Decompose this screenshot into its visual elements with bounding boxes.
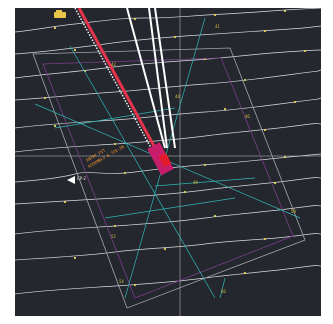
svg-text:52: 52 xyxy=(111,234,116,239)
svg-text:46: 46 xyxy=(245,114,250,119)
contour-line xyxy=(15,205,321,235)
cad-drawing-canvas[interactable]: ENTRY PIT ASSEMBLY & TIE-IN CP-2 41 42 4… xyxy=(15,8,321,316)
contour-line xyxy=(15,25,321,55)
contour-line xyxy=(15,153,321,183)
svg-text:54: 54 xyxy=(119,279,124,284)
vehicle-footprint xyxy=(126,8,176,149)
point-label: CP-2 xyxy=(77,176,87,181)
svg-text:41: 41 xyxy=(215,24,220,29)
contour-line xyxy=(15,177,321,205)
contour-line xyxy=(15,123,321,153)
svg-text:50: 50 xyxy=(291,209,296,214)
contour-line xyxy=(15,69,321,101)
svg-text:44: 44 xyxy=(175,94,180,99)
trench-alignment xyxy=(74,8,174,176)
contour-line xyxy=(15,8,321,33)
contour-line xyxy=(15,265,321,295)
flag-icon[interactable] xyxy=(67,176,75,184)
contour-line xyxy=(15,233,321,261)
contour-lines xyxy=(15,8,321,295)
svg-text:42: 42 xyxy=(111,62,116,67)
svg-text:48: 48 xyxy=(193,180,198,185)
svg-text:56: 56 xyxy=(221,289,226,294)
cad-drawing-viewport[interactable]: ENTRY PIT ASSEMBLY & TIE-IN CP-2 41 42 4… xyxy=(15,8,321,316)
contour-markers xyxy=(43,9,307,287)
vehicle-icon[interactable] xyxy=(54,10,66,18)
contour-line xyxy=(15,49,321,79)
